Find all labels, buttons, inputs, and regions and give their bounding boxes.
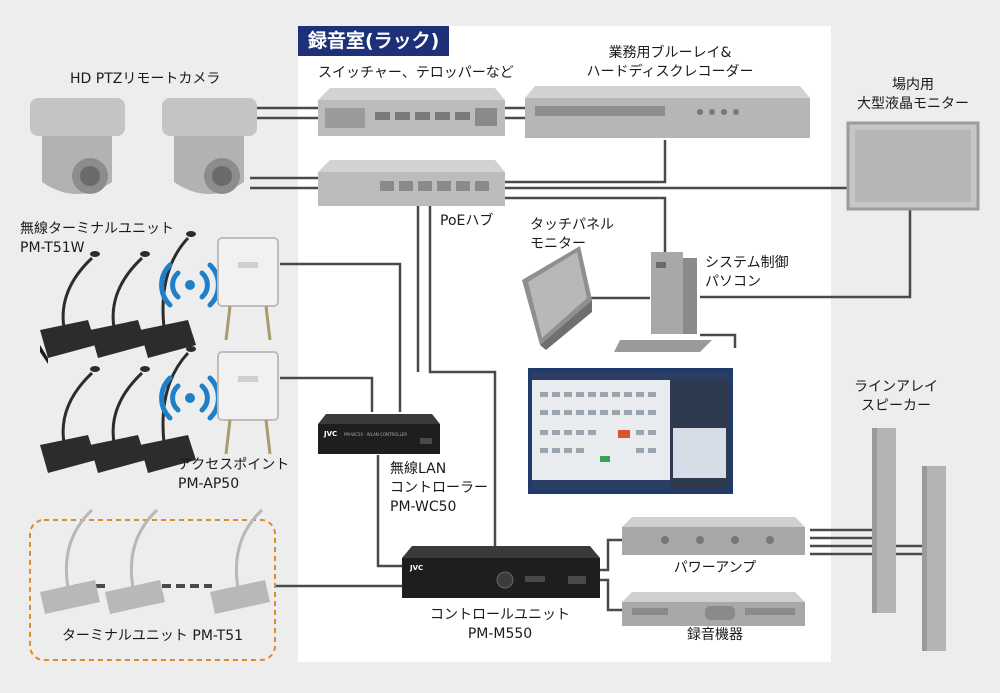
label-venue-monitor-line2: 大型液晶モニター [857,96,969,112]
label-terminal-unit: ターミナルユニット PM-T51 [61,628,244,644]
label-access-point: アクセスポイント PM-AP50 [178,456,289,494]
label-wlan-controller: 無線LAN コントローラー PM-WC50 [390,460,488,517]
rack-room-title: 録音室(ラック) [298,26,450,56]
touch-panel-screen [528,368,733,494]
access-point-icon [217,351,279,455]
jvc-logo: JVC [323,430,337,438]
control-unit-device: JVC [402,546,600,598]
camera-icon [162,98,257,194]
label-wlan-controller-line3: PM-WC50 [390,499,457,515]
recording-equipment-device [622,592,805,626]
camera-icon [30,98,125,194]
label-touch-panel-line2: モニター [530,236,586,252]
label-recorder: 業務用ブルーレイ& ハードディスクレコーダー [570,44,770,82]
microphone-icon [40,251,100,364]
label-recorder-line1: 業務用ブルーレイ& [608,45,732,61]
label-wireless-terminal-line1: 無線ターミナルユニット [20,221,174,237]
label-system-pc: システム制御 パソコン [705,254,789,292]
microphone-icon [140,231,196,358]
label-wlan-controller-line2: コントローラー [390,480,488,496]
pc-tower-icon [614,252,712,352]
speaker-icon [872,428,896,613]
microphone-icon [210,508,270,614]
access-point-icon [217,237,279,341]
label-access-point-line2: PM-AP50 [178,476,240,492]
label-poe-hub: PoEハブ [440,213,494,229]
label-line-array-line1: ラインアレイ [854,379,938,395]
label-system-pc-line1: システム制御 [705,255,789,271]
label-recorder-line2: ハードディスクレコーダー [586,64,754,80]
label-access-point-line1: アクセスポイント [178,457,290,473]
terminal-unit-group [29,519,276,661]
microphone-icon [105,508,165,614]
label-line-array: ラインアレイ スピーカー [846,378,946,416]
microphone-icon [90,251,150,358]
touch-panel-monitor [522,246,592,350]
wlan-controller-panel-text: PM-WC50 · WLAN CONTROLLER [344,432,407,437]
label-touch-panel-line1: タッチパネル [530,217,614,233]
label-system-pc-line2: パソコン [705,274,761,290]
microphone-icon [40,508,100,614]
power-amplifier-device [622,517,805,555]
switcher-device [318,88,505,136]
label-control-unit: コントロールユニット PM-M550 [420,606,580,644]
label-wlan-controller-line1: 無線LAN [390,461,447,477]
speaker-icon [922,466,946,651]
microphone-icon [140,346,196,473]
label-wireless-terminal-line2: PM-T51W [20,240,85,256]
microphone-icon [90,366,150,473]
label-switcher: スイッチャー、テロッパーなど [318,65,514,81]
monitor-icon [846,121,980,211]
jvc-logo: JVC [409,564,423,572]
label-wireless-terminal: 無線ターミナルユニット PM-T51W [20,220,174,258]
poe-hub-device [318,160,505,206]
label-control-unit-line2: PM-M550 [467,626,533,642]
label-power-amp: パワーアンプ [673,560,757,576]
recorder-device [525,86,810,138]
label-hd-camera: HD PTZリモートカメラ [70,71,221,87]
label-touch-panel: タッチパネル モニター [530,216,614,254]
label-recording-equipment: 録音機器 [687,627,743,643]
label-venue-monitor: 場内用 大型液晶モニター [848,76,978,114]
cables [75,106,922,612]
label-line-array-line2: スピーカー [861,398,931,414]
wlan-controller-device: JVC PM-WC50 · WLAN CONTROLLER [318,414,440,454]
label-venue-monitor-line1: 場内用 [892,77,934,93]
label-control-unit-line1: コントロールユニット [430,607,570,623]
microphone-icon [40,366,100,473]
